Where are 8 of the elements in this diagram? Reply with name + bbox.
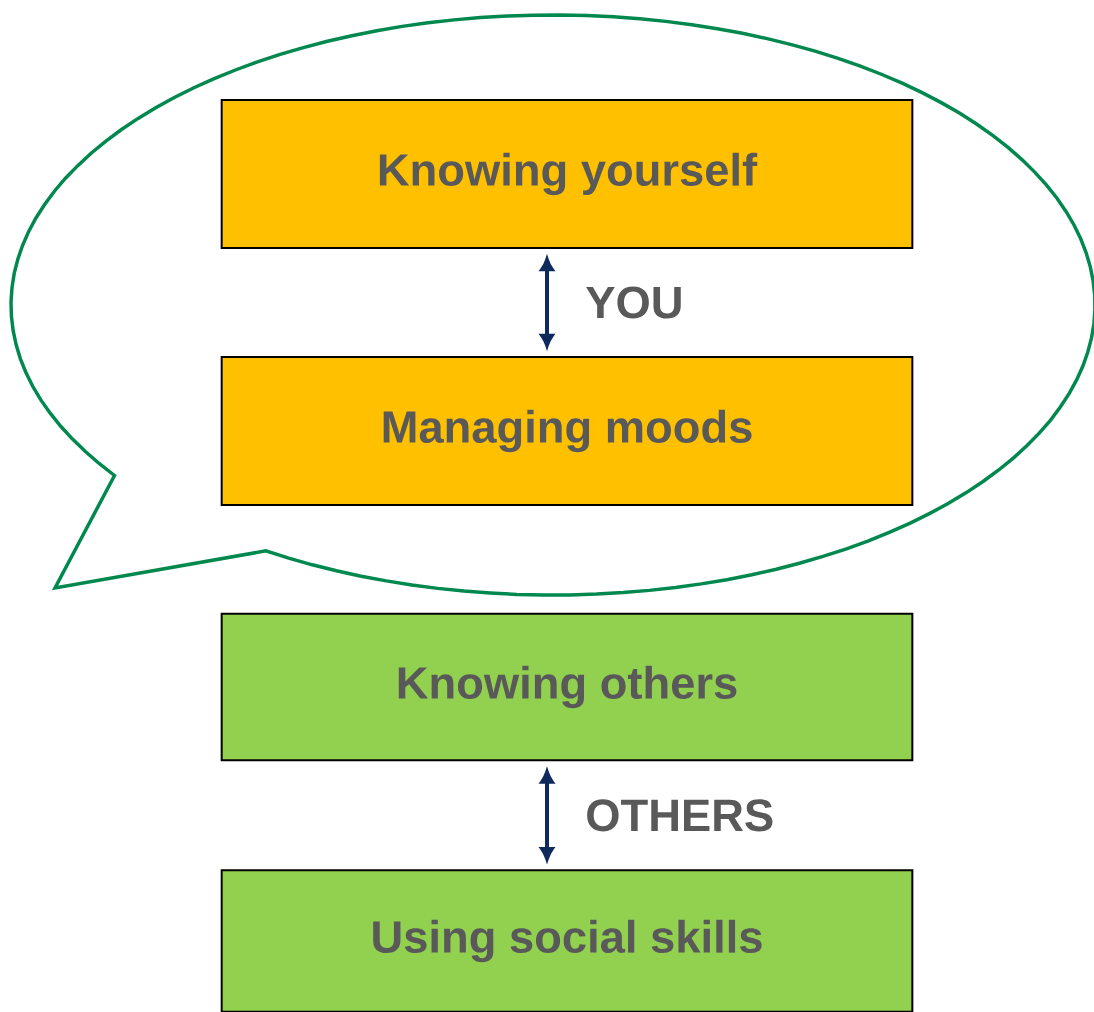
process-box: Knowing others bbox=[220, 612, 914, 762]
double-arrow bbox=[540, 257, 554, 348]
speech-bubble bbox=[9, 13, 1094, 597]
edge-label: YOU bbox=[586, 286, 681, 319]
process-box: Managing moods bbox=[220, 356, 914, 506]
process-box: Using social skills bbox=[220, 869, 914, 1012]
edge-label: OTHERS bbox=[587, 799, 773, 832]
process-box: Knowing yourself bbox=[220, 99, 914, 249]
